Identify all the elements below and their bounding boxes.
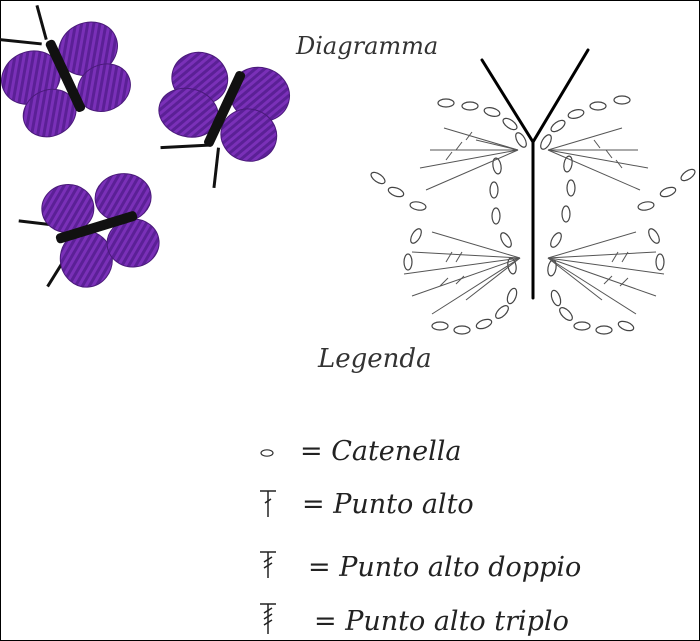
treble-stitch-fans	[403, 127, 665, 315]
triple-treble-stitch-icon	[260, 603, 276, 634]
double-treble-stitch-icon	[260, 551, 276, 578]
legend-label-double-treble: = Punto alto doppio	[308, 552, 582, 583]
butterfly-3	[18, 173, 160, 288]
legend-row-triple-treble: = Punto alto triplo	[0, 600, 700, 640]
chain-stitches	[370, 95, 696, 335]
treble-stitch-icon	[260, 490, 276, 517]
butterfly-body-lines	[480, 48, 590, 300]
legend-row-double-treble: = Punto alto doppio	[0, 548, 700, 588]
legend-title: Legenda	[318, 344, 432, 374]
legend-row-chain: = Catenella	[0, 434, 700, 474]
legend-row-treble: = Punto alto	[0, 487, 700, 527]
legend-label-triple-treble: = Punto alto triplo	[314, 606, 569, 637]
legend-label-treble: = Punto alto	[302, 489, 474, 520]
butterfly-1	[0, 4, 131, 138]
chain-stitch-icon	[260, 449, 274, 457]
legend-label-chain: = Catenella	[300, 436, 462, 467]
diagram-title: Diagramma	[296, 32, 439, 60]
butterfly-2	[158, 51, 290, 189]
